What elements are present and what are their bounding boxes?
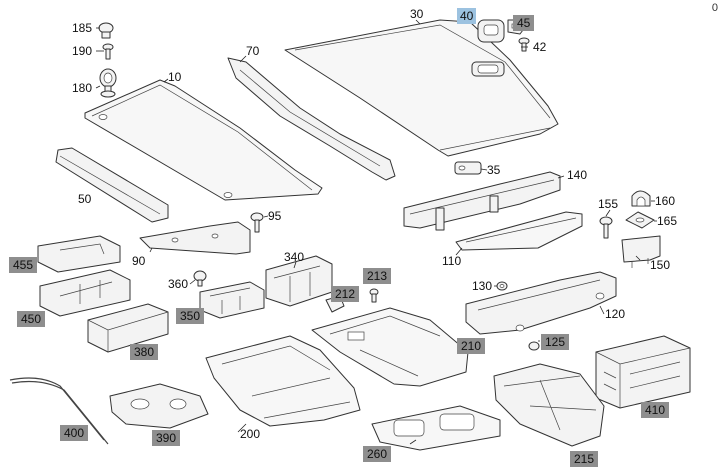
callout-140: 140	[567, 168, 588, 182]
callout-200: 200	[240, 427, 261, 441]
callout-360: 360	[168, 277, 189, 291]
part-410-crate	[595, 335, 691, 409]
part-190-screw	[102, 43, 114, 60]
callout-450: 450	[17, 311, 46, 327]
callout-410: 410	[641, 402, 670, 418]
part-260-mat	[371, 405, 501, 451]
part-213-pin	[369, 288, 379, 303]
part-140-rail	[403, 171, 561, 231]
callout-90: 90	[132, 254, 146, 268]
callout-95: 95	[268, 209, 282, 223]
part-390-foam-insert	[109, 383, 209, 429]
part-210-insert-tray	[311, 307, 469, 387]
callout-380: 380	[130, 344, 159, 360]
callout-215: 215	[570, 451, 599, 467]
corner-mark: 0	[711, 2, 718, 14]
callout-340: 340	[284, 250, 305, 264]
callout-213: 213	[363, 268, 392, 284]
callout-210: 210	[457, 338, 486, 354]
part-155-bolt	[599, 216, 613, 239]
callout-110: 110	[442, 254, 462, 268]
callout-30: 30	[410, 7, 424, 21]
callout-180: 180	[72, 81, 93, 95]
callout-35: 35	[487, 163, 501, 177]
callout-390: 390	[152, 430, 181, 446]
part-400-wire-hook	[9, 377, 109, 445]
part-70-trim-strip	[227, 57, 396, 181]
part-35-latch	[454, 161, 482, 175]
callout-190: 190	[72, 44, 93, 58]
callout-70: 70	[246, 44, 260, 58]
part-120-carrier	[465, 271, 617, 335]
callout-45: 45	[513, 15, 535, 31]
callout-120: 120	[605, 307, 626, 321]
part-10-load-floor	[84, 79, 323, 201]
part-350-tray	[199, 281, 265, 319]
callout-130: 130	[472, 279, 493, 293]
callout-212: 212	[331, 286, 360, 302]
callout-350: 350	[176, 308, 205, 324]
part-90-bracket-plate	[139, 221, 251, 255]
part-455-foam-pad	[37, 235, 121, 273]
part-42-screw	[518, 37, 530, 52]
part-95-screw	[250, 212, 264, 233]
part-360-clip	[193, 270, 207, 287]
callout-160: 160	[655, 194, 676, 208]
part-200-floor-tub	[205, 335, 361, 427]
part-165-plate	[625, 211, 655, 229]
part-380-block	[87, 303, 169, 353]
callout-185: 185	[72, 21, 93, 35]
callout-260: 260	[363, 446, 392, 462]
callout-40: 40	[457, 8, 477, 24]
callout-10: 10	[168, 70, 182, 84]
part-450-storage-box	[39, 269, 131, 317]
callout-125: 125	[541, 334, 570, 350]
part-50-cover-strip	[55, 147, 169, 223]
callout-150: 150	[650, 258, 671, 272]
part-215-foam-block	[493, 363, 605, 447]
part-110-panel	[455, 211, 583, 251]
part-125-clip	[528, 341, 540, 351]
callout-400: 400	[60, 425, 89, 441]
callout-155: 155	[598, 197, 619, 211]
callout-42: 42	[533, 40, 547, 54]
part-160-ring	[631, 190, 651, 207]
part-185-clip	[98, 22, 114, 39]
callout-455: 455	[9, 257, 38, 273]
part-130-nut	[496, 281, 508, 291]
part-40-handle	[477, 19, 505, 43]
callout-50: 50	[78, 192, 92, 206]
callout-165: 165	[657, 214, 678, 228]
part-150-bracket	[621, 235, 661, 268]
part-180-eye-bolt	[99, 68, 117, 98]
